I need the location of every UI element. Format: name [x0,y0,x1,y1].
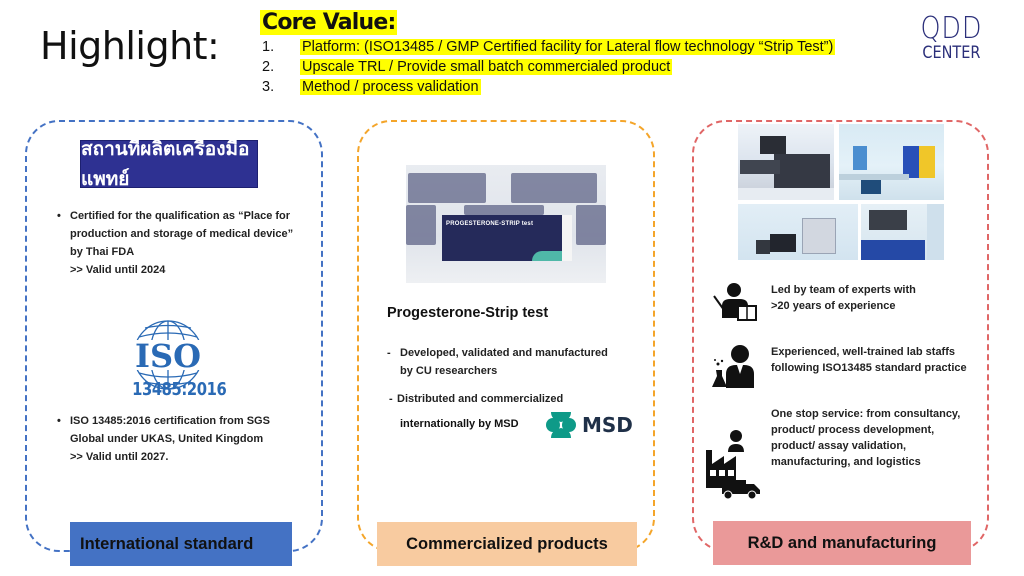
footer-rd-manufacturing: R&D and manufacturing [713,521,971,565]
bullet-line: Global under UKAS, United Kingdom [70,433,264,445]
rd-staff-item: Experienced, well-trained lab staffs fol… [771,344,967,376]
bullet-line: Developed, validated and manufactured [400,347,608,359]
bullet-line: >> Valid until 2027. [70,451,169,463]
bullet-line: ISO 13485:2016 certification from SGS [70,415,270,427]
footer-commercialized-products: Commercialized products [377,522,637,566]
core-value-section: Core Value: 1. Platform: (ISO13485 / GMP… [260,10,836,97]
logo-text-top: QDD [920,11,983,46]
item-text: Upscale TRL / Provide small batch commer… [300,59,673,75]
bullet-dot: • [57,415,61,427]
bullet-line: internationally by MSD [400,418,519,430]
msd-text: MSD [582,413,633,437]
thai-fda-badge: สถานที่ผลิตเครื่องมือแพทย์ [80,139,258,190]
product-distribution-bullet: - Distributed and commercialized [389,390,637,408]
item-line: One stop service: from consultancy, [771,408,961,420]
item-line: Experienced, well-trained lab staffs [771,346,956,358]
bullet-line: >> Valid until 2024 [70,264,166,276]
lab-photo [839,124,944,200]
qdd-center-logo: QDD CENTER [915,14,988,62]
bullet-line: production and storage of medical device… [70,228,294,240]
product-title: Progesterone-Strip test [387,305,549,321]
item-line: Led by team of experts with [771,284,916,296]
footer-international-standard: International standard [70,522,292,566]
msd-symbol-icon [546,412,576,438]
item-number: 1. [262,39,275,55]
iso-certification-bullet: • ISO 13485:2016 certification from SGS … [57,412,315,466]
product-box: PROGESTERONE-STRIP test [442,215,572,261]
item-text: Method / process validation [300,79,481,95]
core-value-item: 1. Platform: (ISO13485 / GMP Certified f… [260,37,836,57]
item-line: product/ process development, [771,424,935,436]
lab-photo [738,204,858,260]
item-text: Platform: (ISO13485 / GMP Certified faci… [300,39,836,55]
iso-standard-number: 13485:2016 [132,379,227,400]
page-title: Highlight: [40,24,220,68]
iso-text: ISO [135,337,201,375]
bullet-line: Certified for the qualification as “Plac… [70,210,291,222]
progesterone-product-photo: PROGESTERONE-STRIP test [406,165,606,283]
item-line: manufacturing, and logistics [771,456,921,468]
rd-one-stop-service-item: One stop service: from consultancy, prod… [771,406,960,470]
item-number: 3. [262,79,275,95]
rd-expertise-item: Led by team of experts with >20 years of… [771,282,916,314]
factory-truck-icon [706,430,760,500]
core-value-title: Core Value: [260,10,398,35]
item-line: product/ assay validation, [771,440,907,452]
fda-certification-bullet: • Certified for the qualification as “Pl… [57,207,315,279]
item-line: >20 years of experience [771,300,896,312]
bullet-dash: - [387,347,391,359]
teacher-icon [713,283,757,321]
lab-photo [738,124,834,200]
item-number: 2. [262,59,275,75]
scientist-icon [712,345,754,388]
bullet-line: Distributed and commercialized [397,393,564,405]
product-box-label: PROGESTERONE-STRIP test [446,221,534,227]
product-development-bullet: - Developed, validated and manufactured … [387,344,640,380]
lab-photo-collage [738,124,972,260]
core-value-item: 2. Upscale TRL / Provide small batch com… [260,57,835,77]
bullet-line: by CU researchers [400,365,498,377]
bullet-dash: - [389,393,393,405]
lab-photo [861,204,944,260]
logo-text-bottom: CENTER [922,43,981,63]
bullet-dot: • [57,210,61,222]
bullet-line: by Thai FDA [70,246,135,258]
item-line: following ISO13485 standard practice [771,362,967,374]
core-value-item: 3. Method / process validation [260,77,835,97]
core-value-list: 1. Platform: (ISO13485 / GMP Certified f… [260,37,836,97]
msd-logo: MSD [545,410,633,440]
iso-globe-logo: ISO [129,320,207,390]
